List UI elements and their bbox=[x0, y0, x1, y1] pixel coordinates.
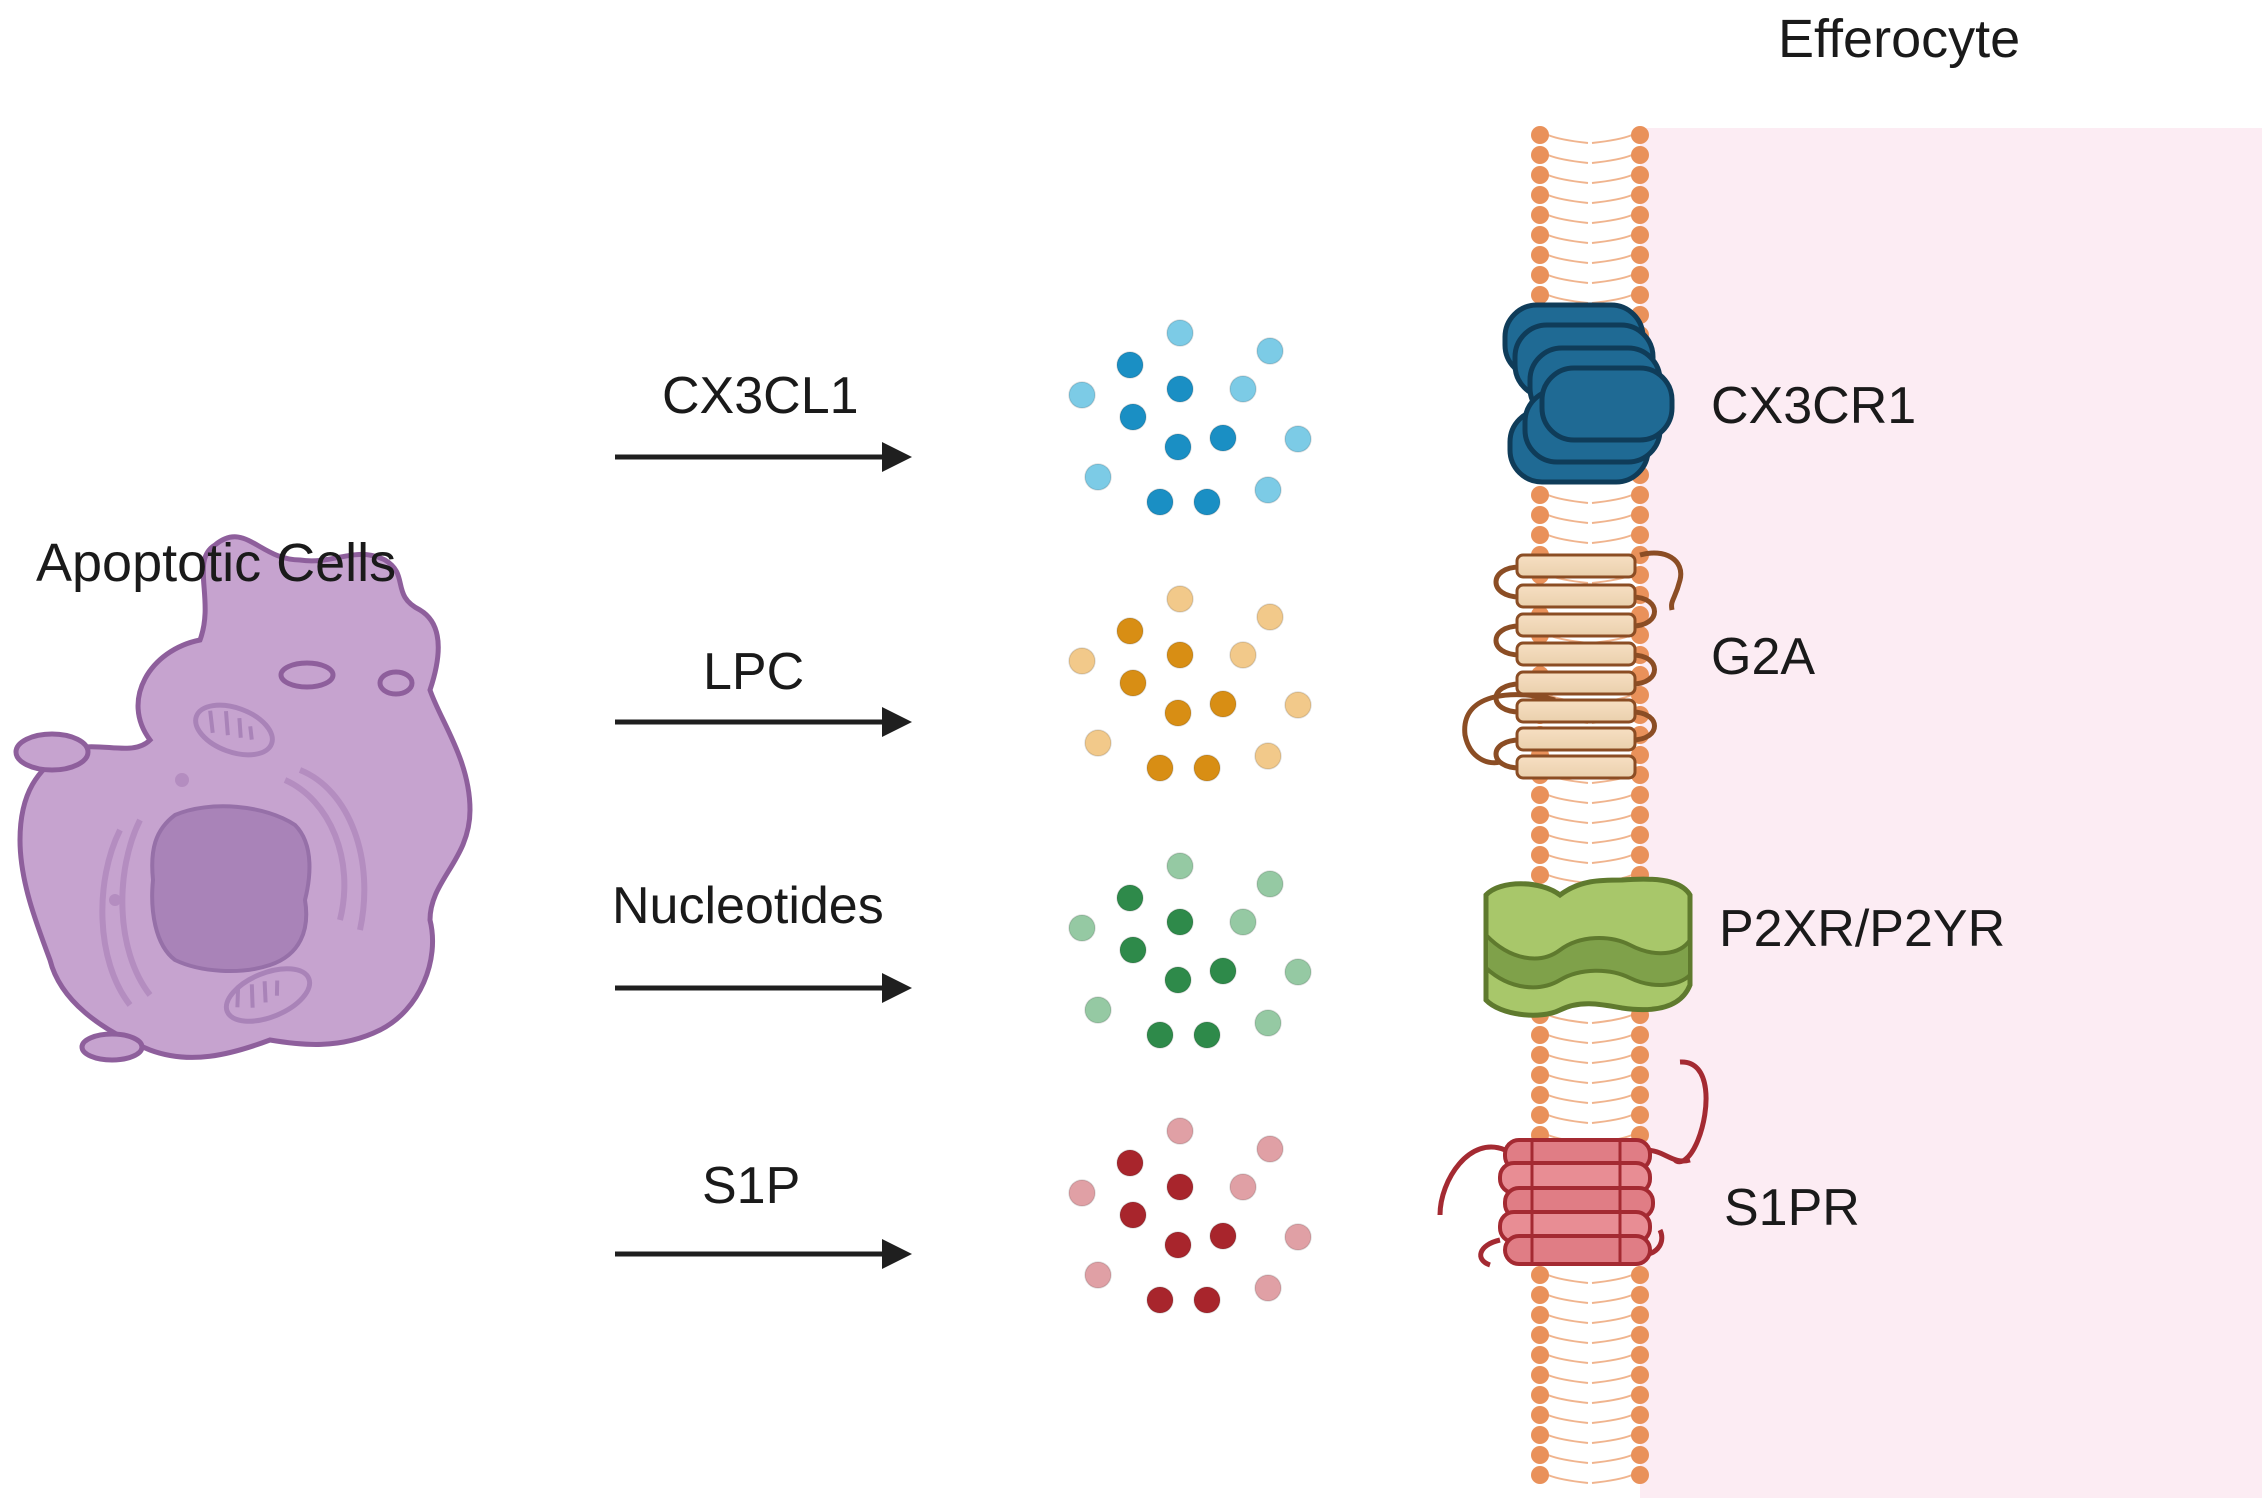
ligand-dot bbox=[1166, 375, 1194, 403]
ligand-dot bbox=[1254, 742, 1282, 770]
apoptotic-bleb-small bbox=[377, 669, 415, 697]
cx3cr1-receptor-icon bbox=[1502, 302, 1675, 485]
mitochondrion-icon bbox=[223, 966, 313, 1024]
ligand-dot bbox=[1166, 852, 1194, 880]
ligand-dot bbox=[1116, 351, 1144, 379]
ligand-dot bbox=[1284, 958, 1312, 986]
ligand-dot bbox=[1193, 1021, 1221, 1049]
signal-label-lpc: LPC bbox=[703, 643, 805, 701]
ligand-dot bbox=[1116, 1149, 1144, 1177]
ligand-dot bbox=[1166, 585, 1194, 613]
ligand-dot bbox=[1116, 884, 1144, 912]
er-line bbox=[283, 777, 348, 921]
ligand-dot bbox=[1254, 1009, 1282, 1037]
mitochondrion-icon bbox=[193, 702, 275, 758]
apoptotic-cell-icon bbox=[13, 534, 473, 1063]
apoptotic-bleb-bottom bbox=[79, 1031, 145, 1063]
ligand-dot bbox=[1146, 754, 1174, 782]
ligand-clusters bbox=[1068, 319, 1312, 1314]
ligand-dot bbox=[1146, 488, 1174, 516]
er-line bbox=[119, 818, 153, 997]
ligand-dot bbox=[1256, 603, 1284, 631]
ligand-dot bbox=[1193, 754, 1221, 782]
s1pr-receptor-icon bbox=[1437, 1059, 1709, 1268]
ligand-cluster-3 bbox=[1068, 852, 1312, 1049]
apoptotic-bleb-top bbox=[278, 660, 336, 690]
signal-label-cx3cl1: CX3CL1 bbox=[662, 367, 859, 425]
ligand-cluster-2 bbox=[1068, 585, 1312, 782]
apoptotic-cells-title: Apoptotic Cells bbox=[36, 533, 397, 593]
ligand-dot bbox=[1164, 966, 1192, 994]
ligand-dot bbox=[1068, 647, 1096, 675]
receptor-label-s1pr: S1PR bbox=[1724, 1179, 1860, 1237]
ligand-dot bbox=[1084, 996, 1112, 1024]
signal-arrow-3 bbox=[615, 973, 912, 1003]
efferocyte-cytoplasm bbox=[1640, 128, 2262, 1498]
receptor-label-g2a: G2A bbox=[1711, 628, 1816, 686]
signal-arrow-1 bbox=[615, 442, 912, 472]
er-line bbox=[298, 767, 368, 931]
ligand-dot bbox=[1254, 476, 1282, 504]
ligand-dot bbox=[1284, 691, 1312, 719]
ligand-dot bbox=[1166, 1117, 1194, 1145]
ligand-dot bbox=[1229, 1173, 1257, 1201]
signal-arrow-4 bbox=[615, 1239, 912, 1269]
ligand-dot bbox=[1209, 957, 1237, 985]
ligand-dot bbox=[1209, 1222, 1237, 1250]
ligand-dot bbox=[1229, 375, 1257, 403]
ligand-dot bbox=[1116, 617, 1144, 645]
receptor-label-p2xr-p2yr: P2XR/P2YR bbox=[1719, 900, 2006, 958]
ligand-cluster-4 bbox=[1068, 1117, 1312, 1314]
efferocyte-title: Efferocyte bbox=[1778, 9, 2021, 69]
ligand-dot bbox=[1084, 729, 1112, 757]
ligand-dot bbox=[1164, 1231, 1192, 1259]
ligand-dot bbox=[1254, 1274, 1282, 1302]
vesicle bbox=[109, 894, 121, 906]
ligand-dot bbox=[1164, 433, 1192, 461]
ligand-dot bbox=[1166, 908, 1194, 936]
ligand-cluster-1 bbox=[1068, 319, 1312, 516]
apoptotic-bleb-left bbox=[13, 731, 91, 773]
p2xr-p2yr-channel-icon bbox=[1483, 876, 1693, 1018]
ligand-dot bbox=[1193, 488, 1221, 516]
ligand-dot bbox=[1084, 463, 1112, 491]
ligand-dot bbox=[1146, 1286, 1174, 1314]
ligand-dot bbox=[1119, 1201, 1147, 1229]
nucleus-icon bbox=[150, 804, 312, 974]
ligand-dot bbox=[1119, 936, 1147, 964]
ligand-dot bbox=[1164, 699, 1192, 727]
vesicle bbox=[175, 773, 189, 787]
ligand-dot bbox=[1256, 337, 1284, 365]
ligand-dot bbox=[1166, 319, 1194, 347]
cell-body bbox=[17, 534, 473, 1060]
g2a-receptor-icon bbox=[1462, 550, 1684, 780]
signal-label-nucleotides: Nucleotides bbox=[612, 877, 884, 935]
er-line bbox=[99, 828, 133, 1007]
signal-arrow-2 bbox=[615, 707, 912, 737]
receptor-label-cx3cr1: CX3CR1 bbox=[1711, 377, 1917, 435]
ligand-dot bbox=[1084, 1261, 1112, 1289]
ligand-dot bbox=[1209, 690, 1237, 718]
ligand-dot bbox=[1166, 1173, 1194, 1201]
signal-label-s1p: S1P bbox=[702, 1157, 801, 1215]
ligand-dot bbox=[1068, 914, 1096, 942]
ligand-dot bbox=[1146, 1021, 1174, 1049]
ligand-dot bbox=[1229, 641, 1257, 669]
ligand-dot bbox=[1256, 1135, 1284, 1163]
ligand-dot bbox=[1119, 669, 1147, 697]
ligand-dot bbox=[1229, 908, 1257, 936]
ligand-dot bbox=[1068, 381, 1096, 409]
ligand-dot bbox=[1209, 424, 1237, 452]
ligand-dot bbox=[1119, 403, 1147, 431]
ligand-dot bbox=[1284, 425, 1312, 453]
ligand-dot bbox=[1068, 1179, 1096, 1207]
ligand-dot bbox=[1193, 1286, 1221, 1314]
ligand-dot bbox=[1166, 641, 1194, 669]
ligand-dot bbox=[1256, 870, 1284, 898]
ligand-dot bbox=[1284, 1223, 1312, 1251]
